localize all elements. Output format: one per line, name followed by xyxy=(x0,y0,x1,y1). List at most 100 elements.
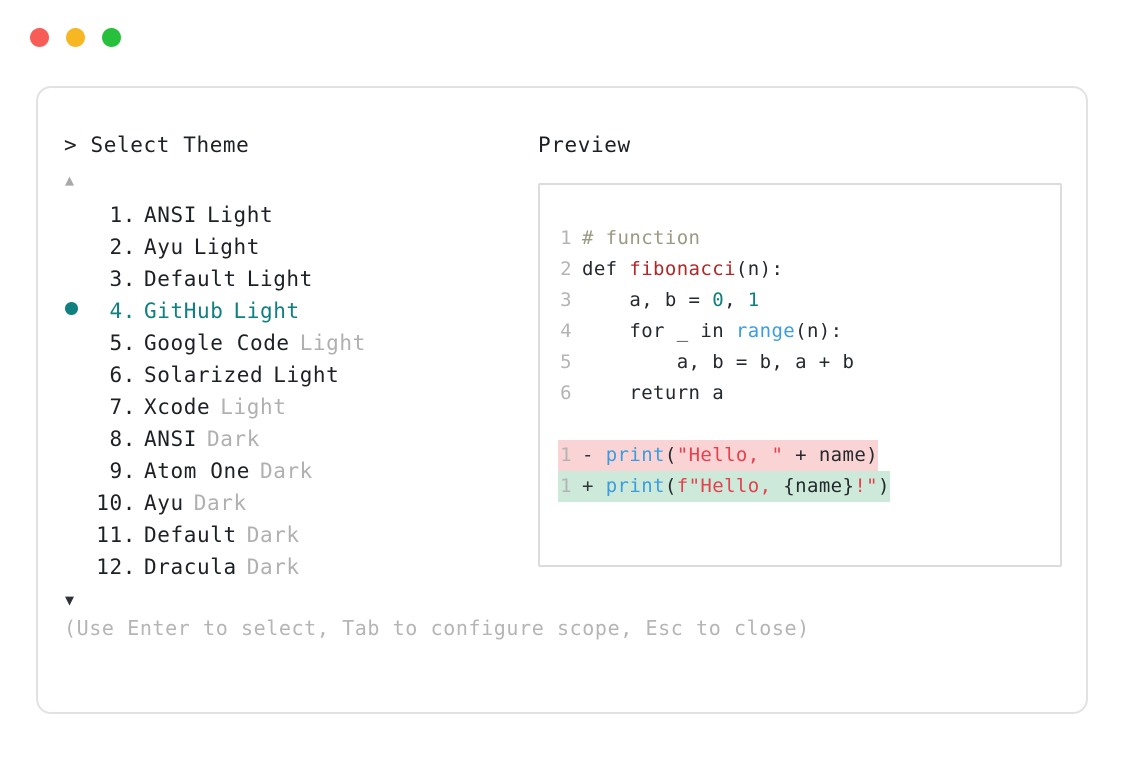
code-token: fibonacci xyxy=(629,258,736,280)
spacer xyxy=(136,199,144,231)
theme-item-index: 7. xyxy=(109,395,136,419)
theme-list-item[interactable]: 1. ANSI Light xyxy=(64,199,534,231)
code-token: return a xyxy=(582,382,725,404)
theme-item-variant: Light xyxy=(206,203,274,227)
code-token: {name} xyxy=(783,475,855,497)
zoom-window-button[interactable] xyxy=(102,28,121,47)
spacer xyxy=(136,487,144,519)
diff-sign: + xyxy=(582,475,606,497)
line-number: 2 xyxy=(560,258,572,280)
diff-removed-line: 1- print("Hello, " + name) xyxy=(558,440,879,471)
theme-list-item[interactable]: 5. Google Code Light xyxy=(64,327,534,359)
code-token: print xyxy=(605,444,665,466)
spacer xyxy=(136,327,144,359)
scroll-down-icon[interactable]: ▼ xyxy=(65,591,75,609)
theme-list-item[interactable]: 8. ANSI Dark xyxy=(64,423,534,455)
theme-item-index: 8. xyxy=(109,427,136,451)
code-token: , xyxy=(724,289,748,311)
line-number: 3 xyxy=(560,289,572,311)
theme-list-item[interactable]: 12. Dracula Dark xyxy=(64,551,534,583)
preview-label: Preview xyxy=(538,133,631,157)
theme-item-variant: Dark xyxy=(206,427,260,451)
theme-item-name: Ayu xyxy=(144,491,184,515)
theme-item-name: Ayu xyxy=(144,235,184,259)
scroll-up-icon[interactable]: ▲ xyxy=(65,171,75,189)
line-number: 4 xyxy=(560,320,572,342)
code-token: (n): xyxy=(735,258,784,280)
theme-item-variant: Light xyxy=(299,331,366,355)
theme-item-variant: Dark xyxy=(246,555,300,579)
selected-bullet-icon xyxy=(64,295,92,327)
theme-item-index: 3. xyxy=(109,267,136,291)
theme-list-item[interactable]: 4. GitHub Light xyxy=(64,295,534,327)
spacer xyxy=(136,295,144,327)
spacer xyxy=(136,519,144,551)
close-window-button[interactable] xyxy=(30,28,49,47)
line-number: 1 xyxy=(560,475,572,497)
theme-item-name: ANSI xyxy=(144,427,197,451)
code-token: a, b = xyxy=(582,289,713,311)
theme-item-index: 1. xyxy=(109,203,136,227)
theme-item-name: Solarized xyxy=(144,363,264,387)
diff-sign: - xyxy=(582,444,606,466)
spacer xyxy=(136,231,144,263)
theme-item-variant: Dark xyxy=(259,459,313,483)
theme-item-index: 11. xyxy=(96,523,136,547)
spacer xyxy=(136,263,144,295)
theme-item-index: 4. xyxy=(109,299,136,323)
theme-item-name: Google Code xyxy=(144,331,290,355)
theme-item-name: Dracula xyxy=(144,555,237,579)
code-token: a, b = b, a + b xyxy=(582,351,855,373)
theme-list-item[interactable]: 3. Default Light xyxy=(64,263,534,295)
code-token: # function xyxy=(582,227,701,249)
theme-item-name: Xcode xyxy=(144,395,211,419)
code-token: ( xyxy=(664,475,677,497)
code-token: !" xyxy=(854,475,879,497)
spacer xyxy=(136,359,144,391)
line-number: 6 xyxy=(560,382,572,404)
spacer xyxy=(136,391,144,423)
spacer xyxy=(136,455,144,487)
theme-list-item[interactable]: 7. Xcode Light xyxy=(64,391,534,423)
code-token: ( xyxy=(664,444,677,466)
theme-item-variant: Dark xyxy=(246,523,300,547)
prompt-caret-icon: > xyxy=(64,133,78,157)
window-traffic-lights xyxy=(30,28,121,47)
diff-added-line: 1+ print(f"Hello, {name}!") xyxy=(558,471,890,502)
code-blank-line xyxy=(558,409,1060,440)
code-line: 4 for _ in range(n): xyxy=(558,316,1060,347)
theme-item-variant: Light xyxy=(233,299,300,323)
theme-item-variant: Light xyxy=(220,395,287,419)
theme-item-name: Default xyxy=(144,267,237,291)
line-number: 1 xyxy=(560,227,572,249)
code-line: 3 a, b = 0, 1 xyxy=(558,285,1060,316)
theme-item-name: GitHub xyxy=(144,299,224,323)
theme-item-index: 5. xyxy=(109,331,136,355)
code-token: for _ in xyxy=(582,320,736,342)
code-line: 5 a, b = b, a + b xyxy=(558,347,1060,378)
code-token: print xyxy=(605,475,665,497)
picker-title xyxy=(77,132,90,158)
theme-item-variant: Light xyxy=(246,267,313,291)
theme-item-name: ANSI xyxy=(144,203,197,227)
code-token: (n): xyxy=(795,320,843,342)
code-token: 1 xyxy=(747,289,760,311)
theme-item-name: Atom One xyxy=(144,459,250,483)
code-token: range xyxy=(735,320,796,342)
theme-item-index: 12. xyxy=(96,555,136,579)
minimize-window-button[interactable] xyxy=(66,28,85,47)
keyboard-hint: (Use Enter to select, Tab to configure s… xyxy=(64,616,810,640)
selected-bullet-icon xyxy=(65,302,78,315)
